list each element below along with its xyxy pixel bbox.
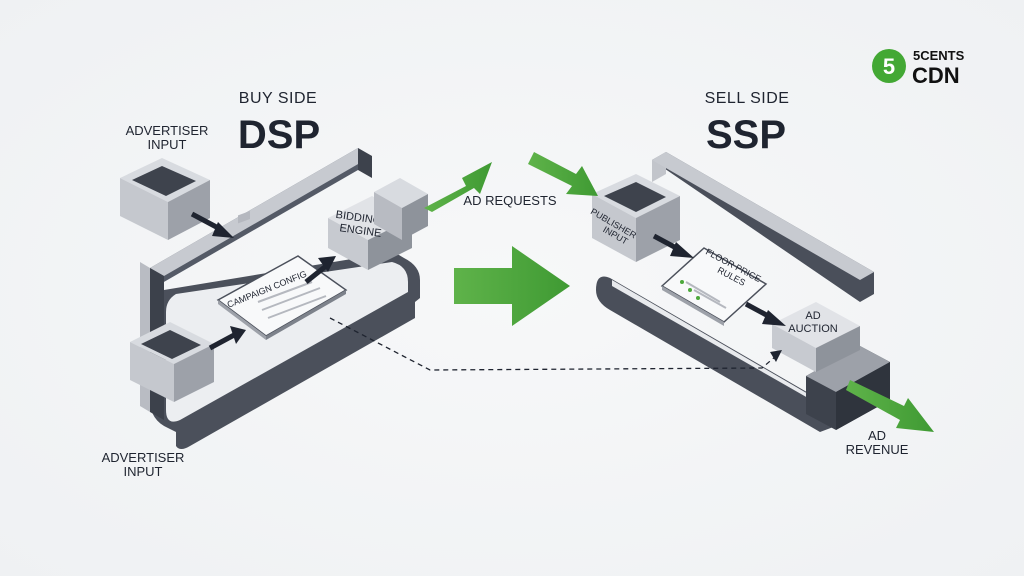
ad-auction-box: AD AUCTION [772, 302, 860, 372]
logo-badge-icon [872, 49, 906, 83]
dsp-output-block [374, 178, 428, 240]
buy-side-label: BUY SIDE [239, 90, 317, 107]
advertiser-input-top-line-1: ADVERTISER [126, 123, 209, 138]
card-thumb-icon [238, 211, 250, 224]
advertiser-input-bottom-line-1: ADVERTISER [102, 450, 185, 465]
dsp-outbound-arrow-icon [424, 162, 492, 212]
dsp-internal-arrows [190, 211, 336, 351]
advertiser-input-top-line-2: INPUT [148, 137, 187, 152]
logo-line-1: 5CENTS [913, 48, 965, 63]
sell-side-label: SELL SIDE [705, 90, 790, 107]
dashed-connector [329, 317, 777, 371]
advertiser-input-box-top [120, 158, 210, 240]
floor-price-rules-card: FLOOR PRICE RULES [660, 247, 768, 326]
brand-logo: 5 5CENTS CDN [872, 48, 965, 88]
logo-line-2: CDN [912, 63, 960, 88]
ad-requests-label: AD REQUESTS [463, 193, 557, 208]
center-flow-arrow-icon [454, 246, 570, 326]
advertiser-input-bottom-line-2: INPUT [124, 464, 163, 479]
advertiser-input-box-bottom [130, 322, 214, 402]
dashed-arrowhead-icon [770, 350, 782, 362]
ssp-internal-arrows [652, 233, 786, 326]
ad-revenue-arrow-icon [846, 380, 934, 432]
ssp-frame [596, 152, 890, 432]
ad-auction-line-2: AUCTION [788, 323, 838, 335]
ad-revenue-line-1: AD [868, 428, 886, 443]
logo-badge-number: 5 [883, 54, 895, 79]
green-arrows [424, 152, 934, 432]
ad-revenue-line-2: REVENUE [846, 442, 909, 457]
ad-auction-line-1: AD [805, 310, 820, 322]
ssp-title: SSP [706, 113, 786, 157]
dsp-title: DSP [238, 113, 320, 157]
publisher-input-box: PUBLISHER INPUT [589, 174, 680, 262]
bidding-engine-line-2: ENGINE [339, 222, 382, 240]
ssp-inbound-arrow-icon [528, 152, 598, 196]
